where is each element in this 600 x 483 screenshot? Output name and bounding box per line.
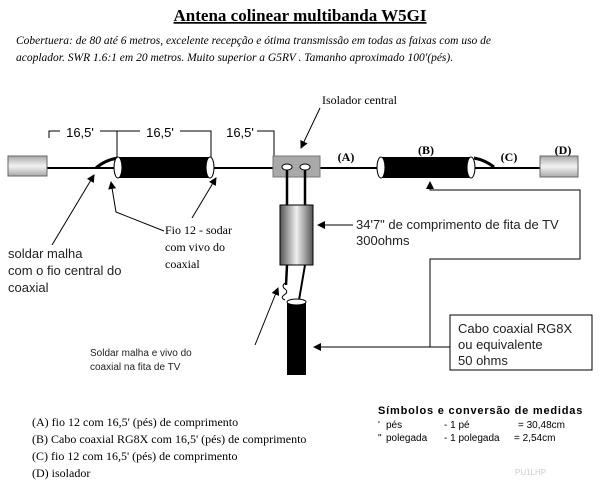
coax-note: 50 ohms bbox=[458, 353, 508, 368]
symbol-unit: - 1 pé bbox=[444, 420, 470, 431]
symbol-name: polegada bbox=[386, 433, 428, 444]
legend-item: (A) fio 12 com 16,5' (pés) de compriment… bbox=[32, 415, 238, 429]
coax-note: Cabo coaxial RG8X bbox=[458, 321, 572, 336]
coax-note: ou equivalente bbox=[458, 337, 543, 352]
feed-solder-note: coaxial na fita de TV bbox=[90, 362, 181, 373]
twinlead-note: 300ohms bbox=[356, 233, 410, 248]
description-line: acoplador. SWR 1.6:1 em 20 metros. Muito… bbox=[16, 52, 453, 64]
wire-note: com vivo do bbox=[165, 240, 225, 254]
coax-note-box bbox=[449, 314, 593, 371]
solder-braid-note: soldar malha bbox=[8, 246, 83, 261]
symbol-name: pés bbox=[386, 420, 402, 431]
legend-item: (C) fio 12 com 16,5' (pés) de compriment… bbox=[32, 449, 237, 463]
coax-section-left bbox=[118, 157, 210, 178]
description-line: Cobertuera: de 80 até 6 metros, excelent… bbox=[16, 35, 491, 47]
feed-coax bbox=[287, 302, 306, 375]
watermark: PU1LHP bbox=[515, 468, 546, 477]
center-insulator-label: Isolador central bbox=[322, 93, 398, 107]
twin-lead bbox=[279, 204, 314, 266]
twinlead-note: 34'7" de comprimento de fita de TV bbox=[356, 217, 559, 232]
dimension-brackets bbox=[48, 130, 275, 160]
end-insulator-right bbox=[539, 155, 579, 178]
symbol-value: = 30,48cm bbox=[518, 420, 565, 431]
wire-note: Fio 12 - sodar bbox=[165, 223, 232, 237]
symbols-title: Símbolos e conversão de medidas bbox=[378, 405, 583, 417]
symbol: ' bbox=[378, 420, 380, 431]
segment-label-d: (D) bbox=[555, 143, 572, 157]
segment-label-c: (C) bbox=[501, 150, 518, 164]
solder-braid-note: com o fio central do bbox=[8, 263, 121, 278]
segment-label-b: (B) bbox=[418, 143, 434, 157]
symbol: " bbox=[378, 433, 382, 444]
segment-label-a: (A) bbox=[338, 150, 355, 164]
symbol-unit: - 1 polegada bbox=[444, 433, 500, 444]
wire-note: coaxial bbox=[165, 257, 200, 271]
symbol-value: = 2,54cm bbox=[514, 433, 555, 444]
coax-section-right bbox=[381, 157, 471, 178]
page-title: Antena colinear multibanda W5GI bbox=[174, 6, 427, 25]
dimension-label: 16,5' bbox=[226, 125, 254, 140]
legend-item: (B) Cabo coaxial RG8X com 16,5' (pés) de… bbox=[32, 432, 306, 446]
feed-solder-note: Soldar malha e vivo do bbox=[90, 348, 192, 359]
dimension-label: 16,5' bbox=[146, 125, 174, 140]
dimension-label: 16,5' bbox=[66, 125, 94, 140]
legend-item: (D) isolador bbox=[32, 466, 90, 480]
center-insulator bbox=[272, 155, 321, 178]
end-insulator-left bbox=[7, 155, 48, 177]
solder-braid-note: coaxial bbox=[8, 280, 49, 295]
